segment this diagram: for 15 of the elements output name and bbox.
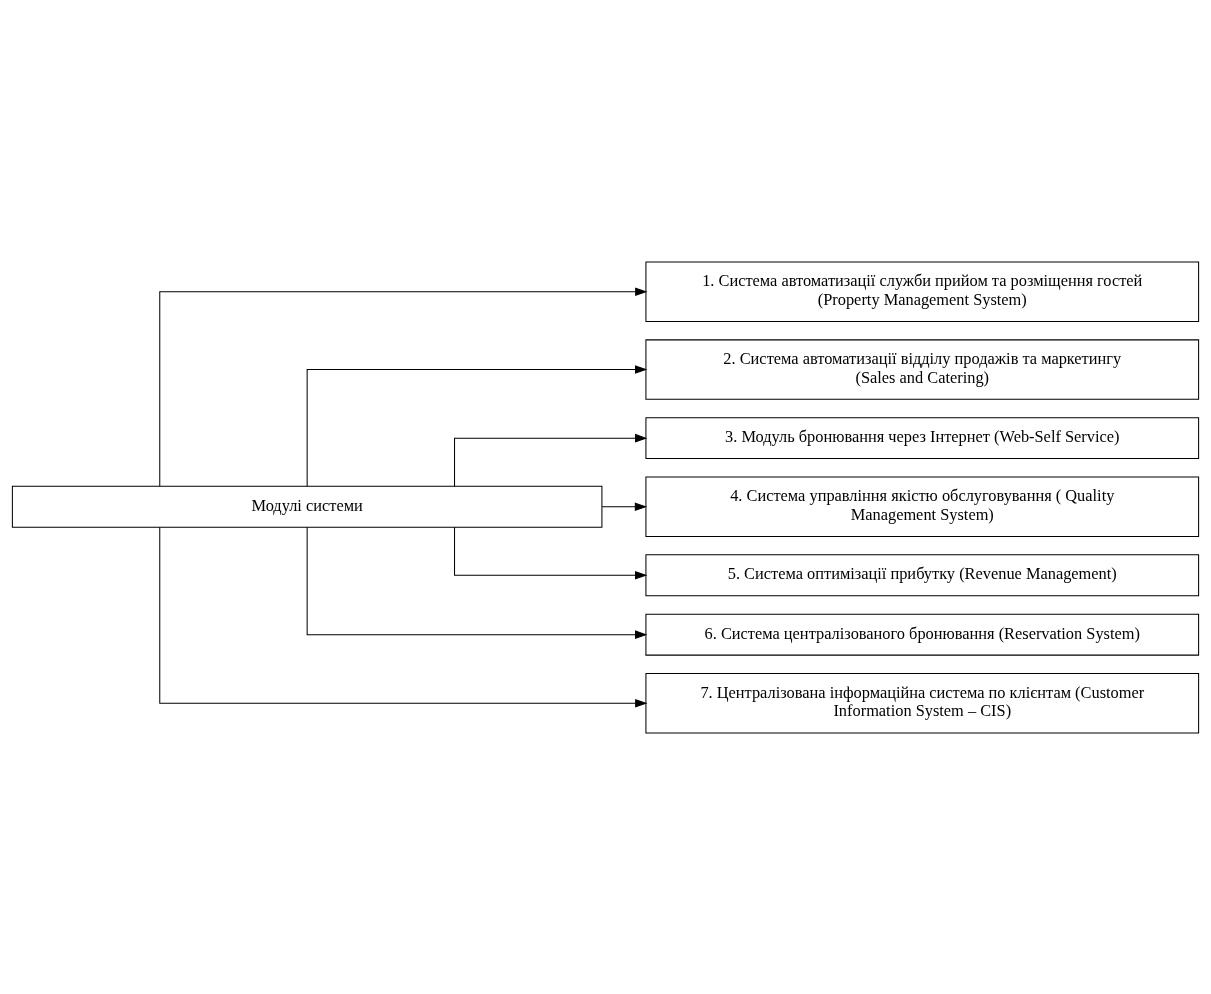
arrow <box>601 501 648 511</box>
node-box: 1. Система автоматизації служби прийом та розміщення гостей (Property Management System) <box>645 261 1200 322</box>
arrow <box>159 286 648 487</box>
node-box: 5. Система оптимізації прибутку (Revenue Management) <box>645 553 1200 596</box>
node-box: 4. Система управління якістю обслуговування ( Quality Management System) <box>645 476 1200 537</box>
node-box: 2. Система автоматизації відділу продажів та маркетингу (Sales and Catering) <box>645 338 1200 400</box>
arrow <box>454 433 648 487</box>
arrow <box>454 526 648 580</box>
arrow <box>159 526 648 708</box>
node-box: 7. Централізована інформаційна система по клієнтам (Customer Information System – CIS) <box>645 672 1200 733</box>
arrow <box>306 526 648 639</box>
node-box: 6. Система централізованого бронювання (Reservation System) <box>645 613 1200 656</box>
arrow <box>306 364 648 487</box>
node-box: Модулі системи <box>11 485 603 528</box>
node-box: 3. Модуль бронювання через Інтернет (Web-Self Service) <box>645 416 1200 459</box>
